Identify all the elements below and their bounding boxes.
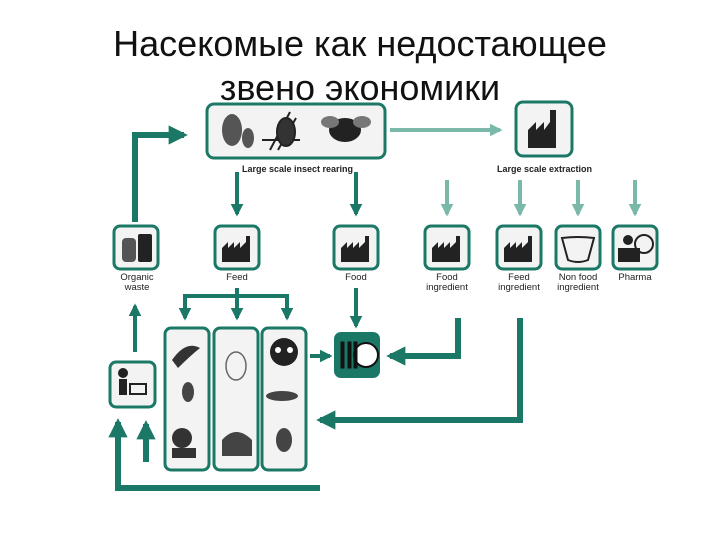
pharma-label: Pharma bbox=[618, 272, 652, 283]
loop-arrow-bottom-return bbox=[108, 418, 320, 491]
cow-icon bbox=[270, 338, 298, 366]
arrow-feed-split bbox=[178, 288, 239, 321]
chicken-icon bbox=[276, 428, 292, 452]
diaper-icon bbox=[560, 236, 596, 263]
loop-arrow-waste-to-rearing bbox=[132, 125, 188, 222]
pharma-icon bbox=[618, 234, 654, 262]
rearing-label: Large scale insect rearing bbox=[241, 164, 354, 174]
cat-carrier-icon bbox=[222, 432, 252, 456]
pet-icon bbox=[172, 428, 196, 458]
feed-label: Feed bbox=[226, 272, 248, 283]
factory-icon bbox=[528, 110, 556, 148]
fly-icon bbox=[321, 116, 371, 142]
cricket-icon bbox=[262, 111, 300, 151]
animals-col-2 bbox=[212, 326, 260, 472]
rodent-icon bbox=[225, 351, 247, 381]
bird-icon bbox=[182, 382, 194, 402]
shopping-person-icon bbox=[118, 368, 147, 395]
waste-bags-icon bbox=[122, 234, 152, 262]
title-line-2: звено экономики bbox=[219, 67, 501, 108]
loop-arrow-to-consumer bbox=[316, 318, 523, 430]
factory-icon bbox=[504, 236, 532, 262]
slide-title: Насекомые как недостающее звено экономик… bbox=[0, 22, 720, 110]
arrow-feed-to-right bbox=[237, 294, 294, 321]
feed-ingredient-label: Feed ingredient bbox=[498, 272, 540, 293]
organic-waste-label: Organic waste bbox=[120, 272, 154, 293]
title-line-1: Насекомые как недостающее bbox=[113, 23, 607, 64]
non-food-ingredient-label: Non food ingredient bbox=[557, 272, 599, 293]
plate-fork-knife-icon bbox=[340, 341, 379, 369]
factory-icon bbox=[432, 236, 460, 262]
factory-icon bbox=[341, 236, 369, 262]
grasshopper-icon bbox=[222, 114, 254, 148]
fish-icon bbox=[266, 391, 298, 401]
lizard-icon bbox=[172, 345, 200, 368]
food-ingredient-label: Food ingredient bbox=[426, 272, 468, 293]
factory-icon bbox=[222, 236, 250, 262]
food-label: Food bbox=[345, 272, 367, 283]
arrow-food-ingredient-to-plate bbox=[386, 318, 461, 366]
extraction-label: Large scale extraction bbox=[496, 164, 593, 174]
